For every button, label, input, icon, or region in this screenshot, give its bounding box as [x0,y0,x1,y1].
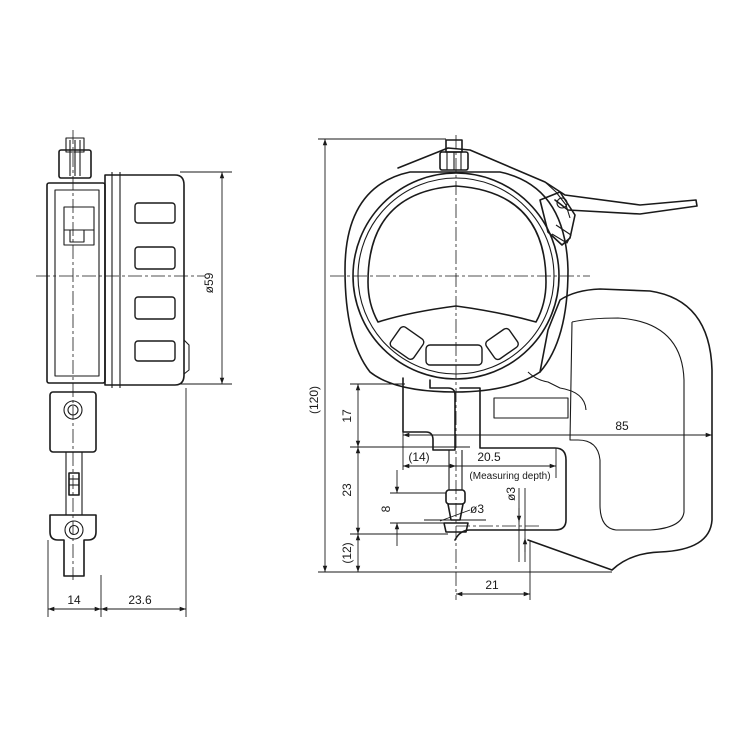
front-view: (120) 17 23 (12) 85 (14) 20.5 (Measu [307,135,713,600]
frame-label-plate [493,397,569,419]
throat-window [569,317,685,531]
dim-throat-depth: 85 [402,419,712,470]
frame-edge [527,371,587,411]
label-contact-diameter: ø3 [470,502,484,516]
label-overall-height: (120) [307,386,321,414]
spindle-contact [424,450,486,533]
label-lower-height: (12) [340,542,354,563]
label-upper-height: 17 [340,409,354,423]
front-dial [344,171,569,393]
side-clamp-knob [58,137,92,179]
label-throat-depth: 85 [615,419,629,433]
dim-dial-diameter: ø59 [180,171,232,385]
dim-stack-heights: 17 23 (12) [340,383,470,572]
side-view: ø59 14 23.6 [36,130,232,617]
side-lower-arm [49,391,97,577]
label-spindle-offset: (14) [408,450,429,464]
label-anvil-diameter: ø3 [504,487,518,501]
side-frame [46,182,106,384]
label-contact-height: 8 [379,505,393,512]
side-dial-bezel [104,172,190,388]
label-side-depth: 14 [67,593,81,607]
dim-anvil-diameter: ø3 [504,487,528,562]
label-side-dial-offset: 23.6 [128,593,152,607]
label-dial-diameter: ø59 [202,272,216,293]
label-measuring-depth-note: (Measuring depth) [469,471,550,482]
dim-side-widths: 14 23.6 [47,388,187,617]
dim-measuring-depth: (14) 20.5 (Measuring depth) [403,448,557,482]
label-mid-height: 23 [340,483,354,497]
dim-contact-height: 8 [379,470,446,546]
dim-contact-diameter: ø3 [439,502,484,522]
spindle-cap [439,139,469,171]
dim-anvil-offset: 21 [456,540,531,600]
label-anvil-offset: 21 [485,578,499,592]
label-measuring-depth: 20.5 [477,450,501,464]
dim-overall-height: (120) [307,138,612,573]
